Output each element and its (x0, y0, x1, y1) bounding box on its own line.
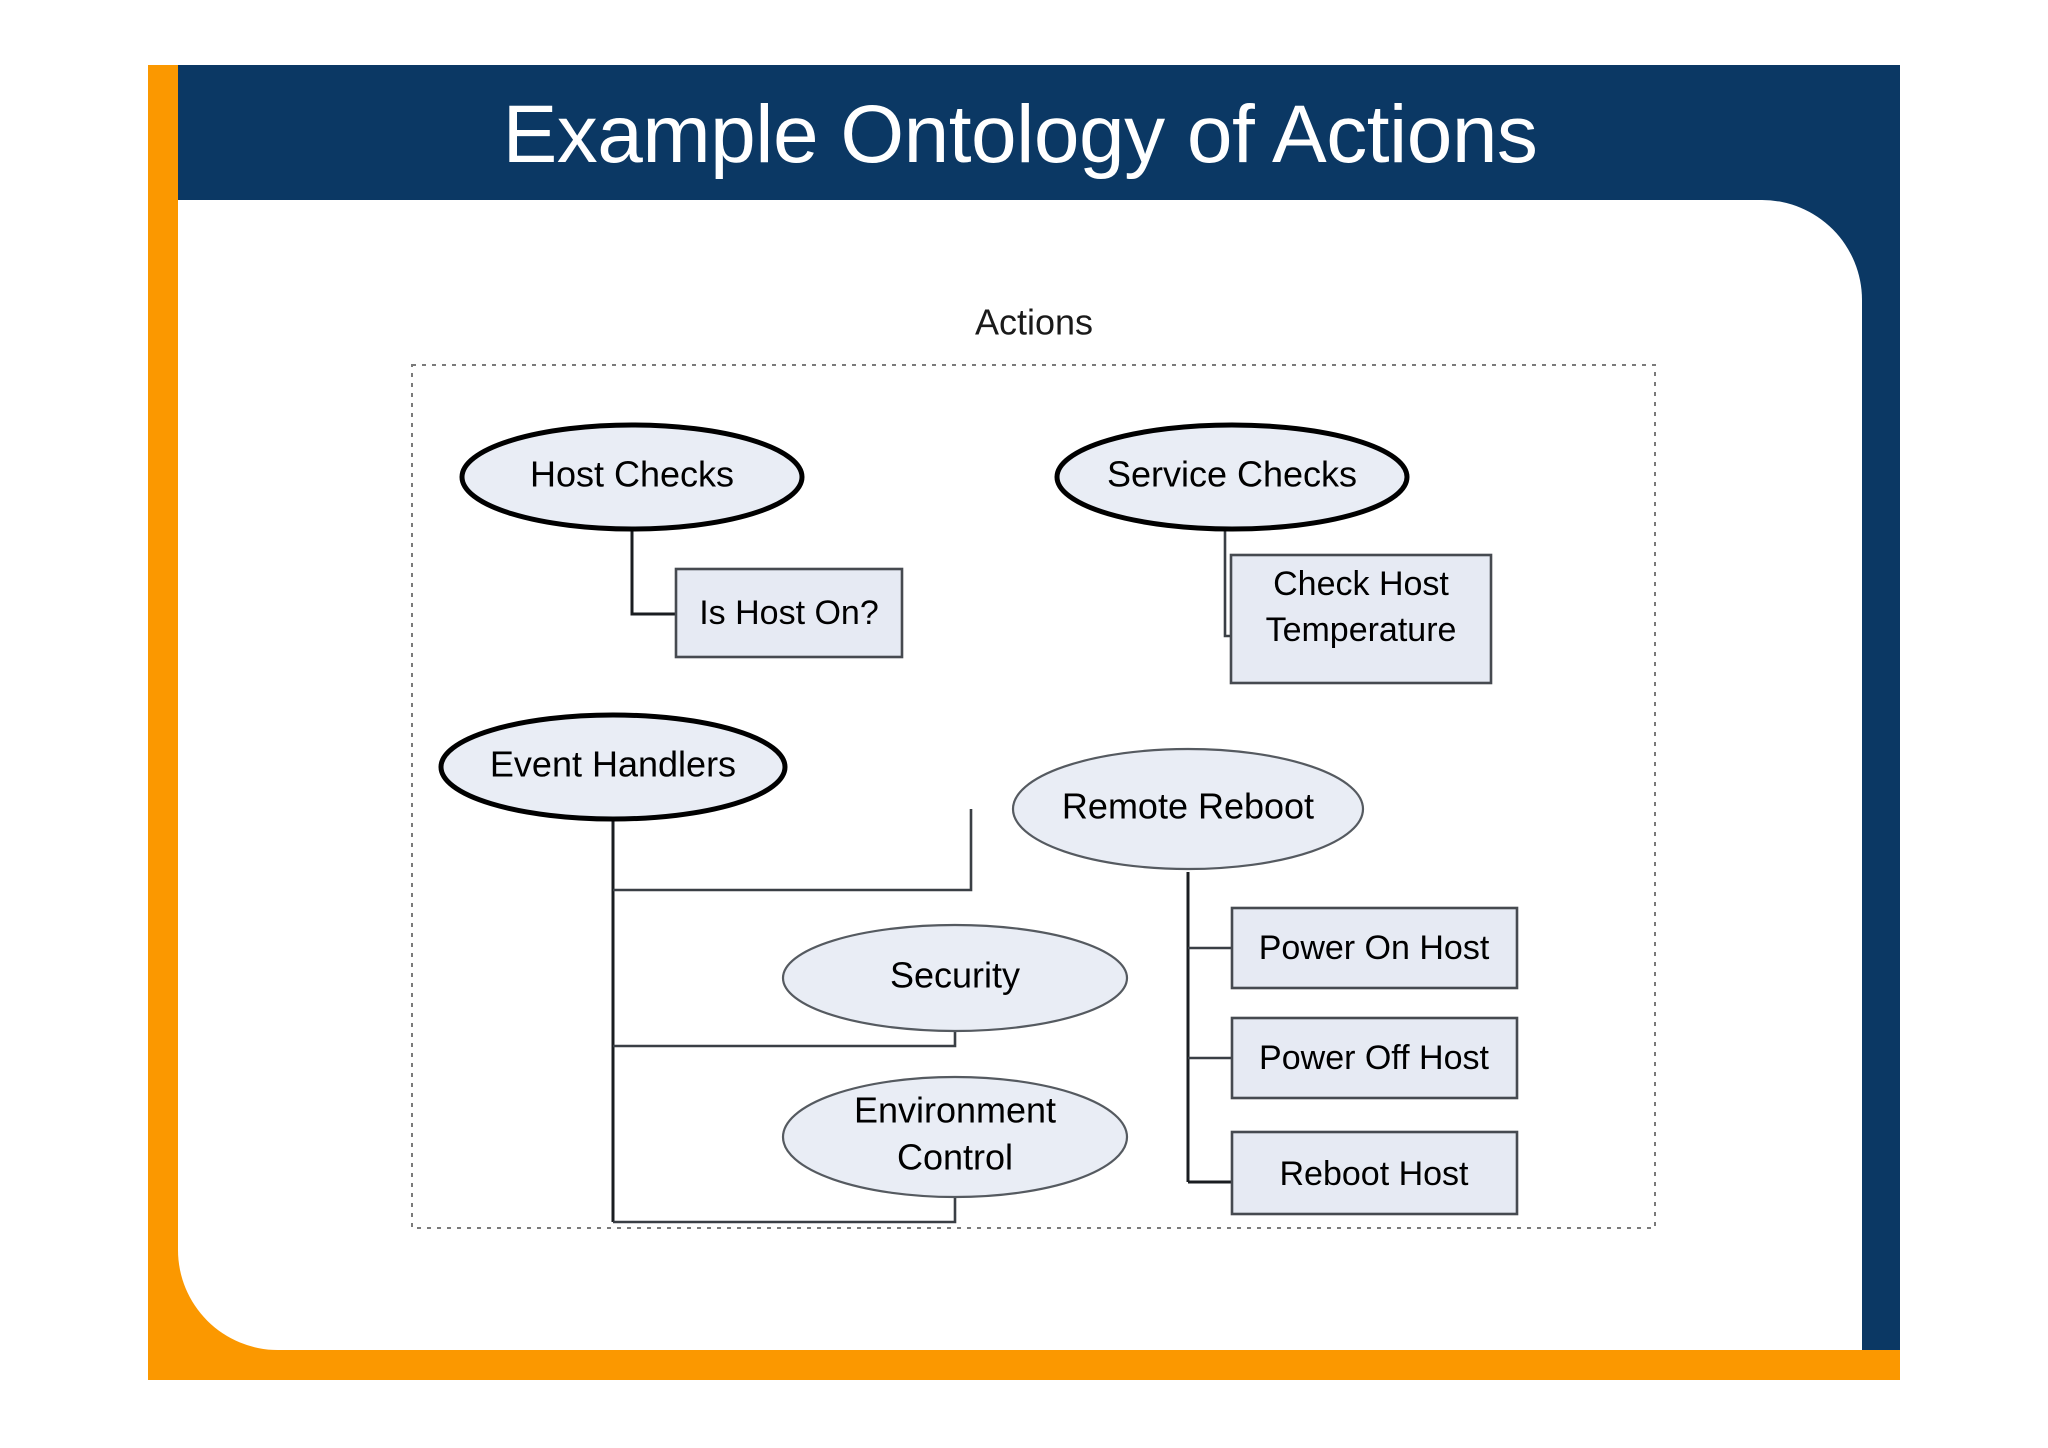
node-security-ellipse[interactable] (781, 923, 1129, 1033)
node-power-off-host-label: Power Off Host (1259, 1039, 1489, 1077)
edge-event-handlers-to-remote-reboot (613, 809, 973, 892)
navy-corner-accent (1762, 200, 1862, 300)
node-power-on-host-label: Power On Host (1259, 929, 1490, 967)
node-event-handlers-ellipse[interactable] (438, 712, 788, 822)
node-power-off-host-box[interactable] (1230, 1016, 1519, 1100)
node-check-host-temperature-label-line2: Temperature (1266, 611, 1457, 649)
node-environment-control-label-line2: Control (897, 1137, 1013, 1178)
node-is-host-on-label: Is Host On? (699, 594, 879, 632)
node-remote-reboot-label: Remote Reboot (1062, 786, 1314, 827)
node-reboot-host-label: Reboot Host (1280, 1155, 1470, 1193)
node-host-checks-ellipse[interactable] (459, 422, 805, 532)
edge-host-checks-to-is-host-on (630, 513, 676, 616)
node-environment-control-label-line1: Environment (854, 1090, 1056, 1131)
node-check-host-temperature-box[interactable] (1229, 553, 1493, 685)
node-remote-reboot-ellipse[interactable] (1011, 747, 1365, 871)
edge-service-checks-to-check-host-temperature (1223, 513, 1231, 638)
navy-header-band (178, 65, 1900, 200)
node-check-host-temperature-label-line1: Check Host (1273, 565, 1449, 603)
node-environment-control-ellipse[interactable] (781, 1075, 1129, 1199)
orange-bottom-accent-bar (148, 1350, 1900, 1380)
slide-title: Example Ontology of Actions (502, 89, 1538, 180)
node-host-checks-label: Host Checks (530, 454, 734, 495)
orange-corner-accent (148, 1250, 278, 1380)
orange-left-accent-bar (148, 65, 178, 1380)
node-power-on-host-box[interactable] (1230, 906, 1519, 990)
actions-group-title: Actions (975, 302, 1093, 343)
node-reboot-host-box[interactable] (1230, 1130, 1519, 1216)
navy-right-accent-bar (1862, 65, 1900, 1350)
node-service-checks-label: Service Checks (1107, 454, 1357, 495)
node-security-label: Security (890, 955, 1020, 996)
node-event-handlers-label: Event Handlers (490, 744, 736, 785)
node-is-host-on-box[interactable] (674, 567, 904, 659)
actions-group-boundary (411, 364, 1656, 1229)
node-service-checks-ellipse[interactable] (1054, 422, 1410, 532)
